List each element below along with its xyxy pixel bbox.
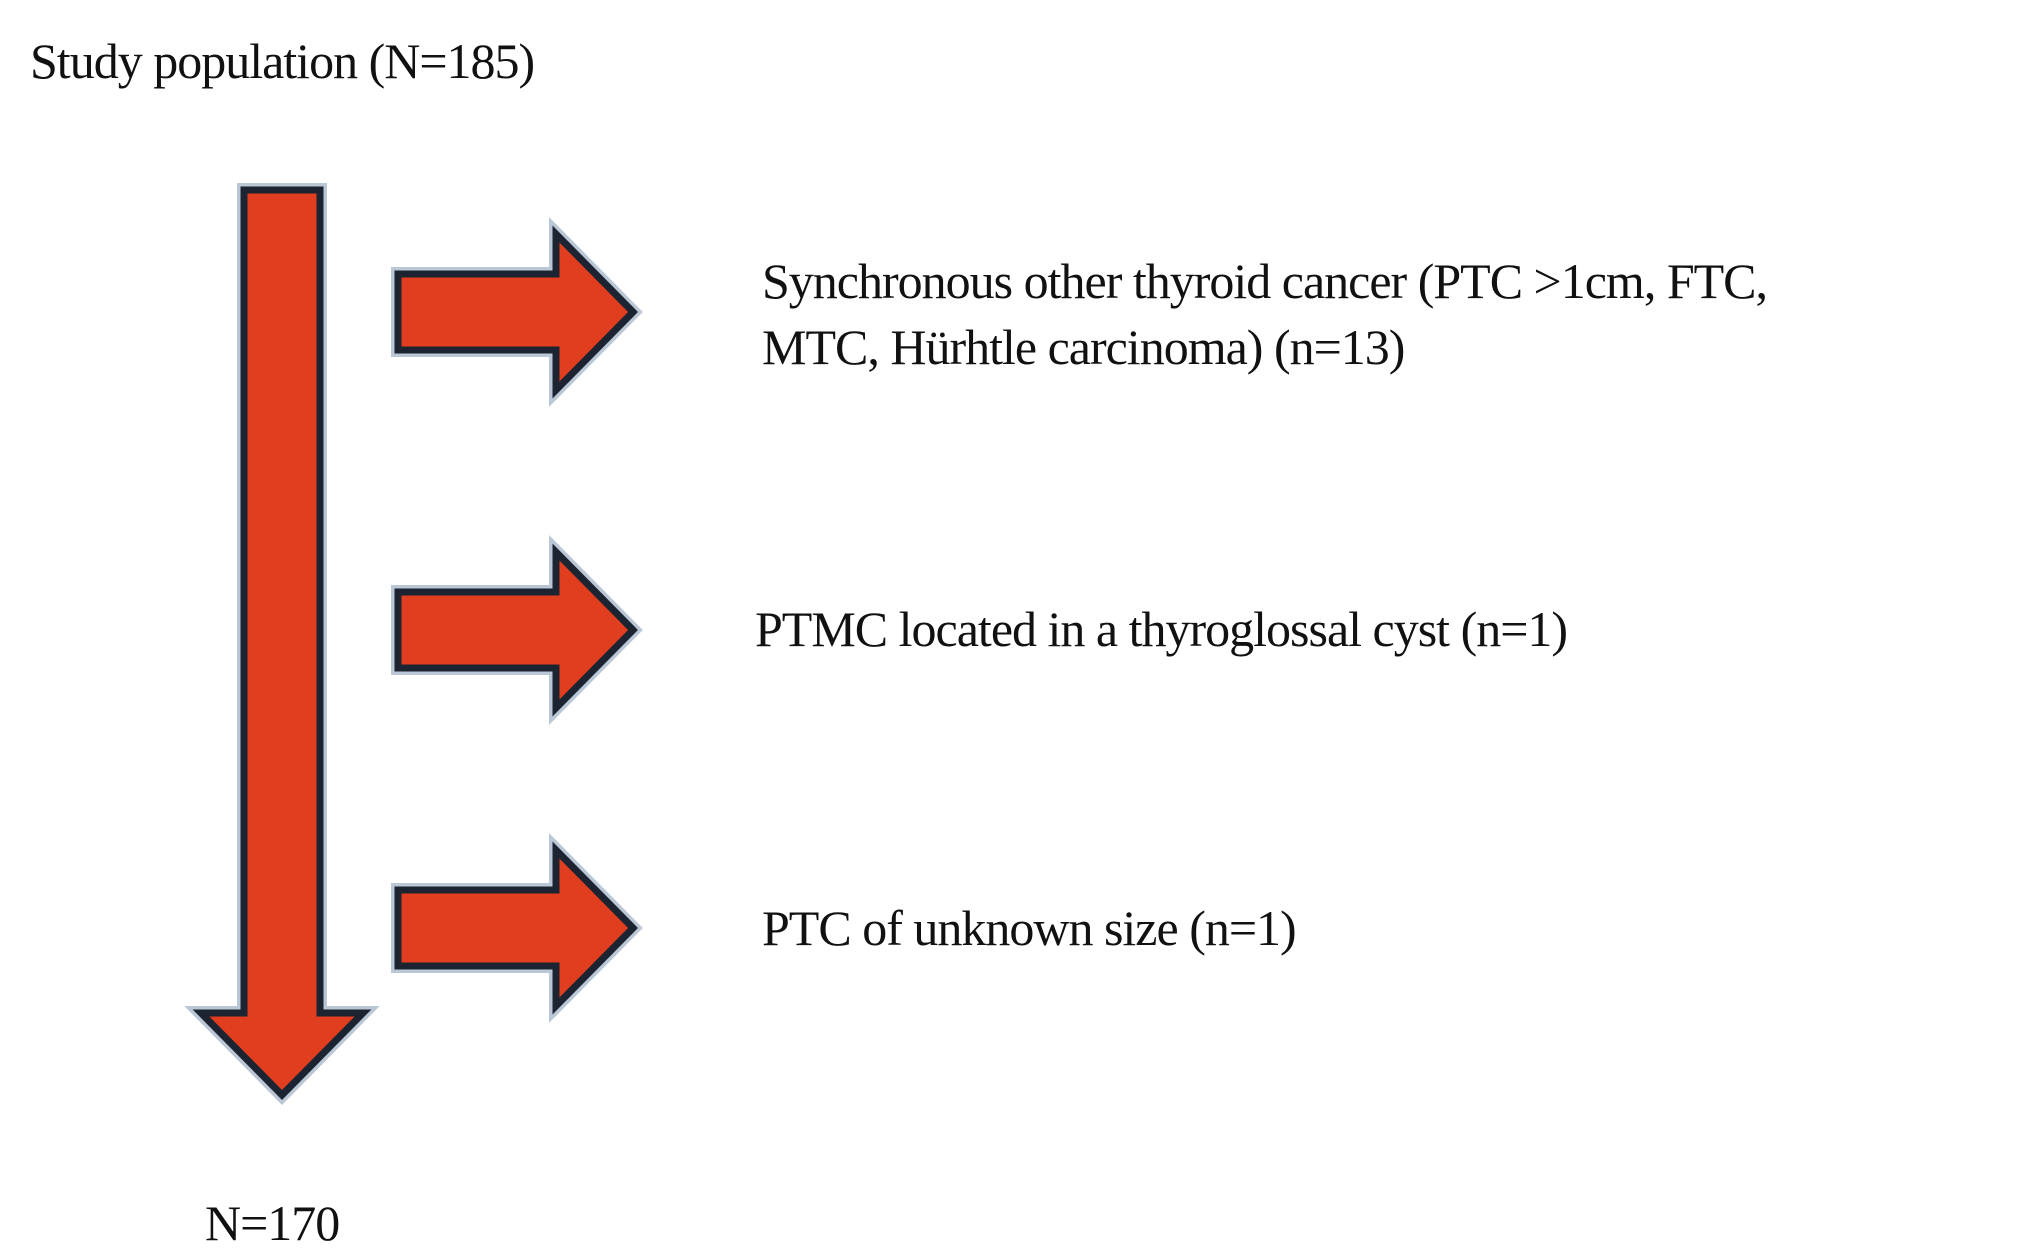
study-population-label: Study population (N=185) (30, 33, 535, 89)
final-count-label: N=170 (205, 1195, 340, 1251)
exclusion-label: PTMC located in a thyroglossal cyst (n=1… (755, 596, 1568, 662)
right-arrow-icon (391, 534, 643, 726)
right-arrow-icon (391, 216, 643, 408)
exclusion-line: PTMC located in a thyroglossal cyst (n=1… (755, 601, 1568, 657)
right-arrow-icon (391, 832, 643, 1024)
exclusion-label: PTC of unknown size (n=1) (762, 895, 1297, 961)
exclusion-line: MTC, Hürhtle carcinoma) (n=13) (762, 319, 1405, 375)
exclusion-label: Synchronous other thyroid cancer (PTC >1… (762, 248, 2012, 380)
exclusion-line: PTC of unknown size (n=1) (762, 900, 1297, 956)
down-arrow-icon (184, 183, 380, 1105)
exclusion-line: Synchronous other thyroid cancer (PTC >1… (762, 253, 1768, 309)
